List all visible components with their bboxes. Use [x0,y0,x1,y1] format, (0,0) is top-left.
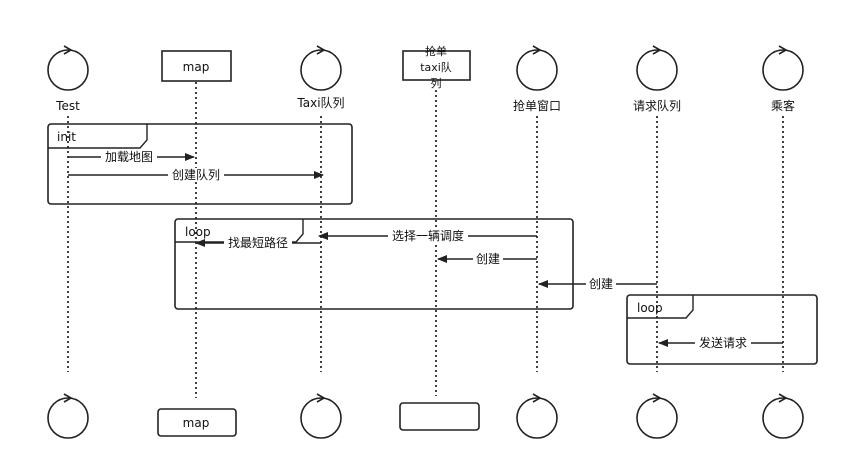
control-icon [300,45,342,91]
message-select-vehicle: 选择一辆调度 [318,228,537,243]
message-send-request: 发送请求 [658,335,783,350]
message-label: 加载地图 [105,150,153,164]
message-label: 发送请求 [699,335,747,350]
footer-passenger [762,393,804,439]
control-icon [516,393,558,439]
message-label: 找最短路径 [228,235,288,250]
fragment-label: init [57,130,76,144]
message-create-1: 创建 [437,252,537,266]
footer-test [47,393,89,439]
message-label: 创建 [589,277,613,291]
footer-grab-box [399,402,480,431]
message-find-shortest-path: 找最短路径 [195,235,321,250]
fragment-loop-1: loop [174,218,574,310]
control-icon [762,393,804,439]
fragment-label: loop [185,225,211,239]
participant-request-queue: 请求队列 [633,45,681,113]
footer-taxi-queue [300,393,342,439]
control-icon [300,393,342,439]
participant-label: 乘客 [771,98,795,113]
footer-request-queue [636,393,678,439]
participant-map: map [161,50,232,82]
control-icon [636,393,678,439]
participant-grab-box: 抢单 taxi队 列 [402,44,471,90]
message-create-queue: 创建队列 [68,167,324,182]
participant-label: Test [55,99,80,113]
footer-grab-window [516,393,558,439]
participant-label-line2: taxi队 [420,60,452,74]
control-icon [516,45,558,91]
participant-label: map [183,416,210,430]
control-icon [47,393,89,439]
participant-label-line1: 抢单 [425,44,447,58]
participant-passenger: 乘客 [762,45,804,113]
participant-grab-window: 抢单窗口 [513,45,561,113]
participant-label-line3: 列 [431,76,442,90]
fragment-init: init [47,123,353,205]
participant-label: map [183,60,210,74]
control-icon [47,45,89,91]
participant-taxi-queue: Taxi队列 [296,45,345,110]
message-create-2: 创建 [538,277,657,291]
message-label: 创建队列 [172,167,220,182]
fragment-label: loop [637,301,663,315]
lifelines [67,82,784,398]
participant-label: 抢单窗口 [513,98,561,113]
message-label: 选择一辆调度 [392,228,464,243]
footer-map: map [157,408,237,437]
participant-label: 请求队列 [633,98,681,113]
message-label: 创建 [476,252,500,266]
fragment-loop-2: loop [626,294,818,365]
message-load-map: 加载地图 [68,150,195,164]
control-icon [636,45,678,91]
participant-label: Taxi队列 [296,95,344,110]
control-icon [762,45,804,91]
participant-test: Test [47,45,89,113]
